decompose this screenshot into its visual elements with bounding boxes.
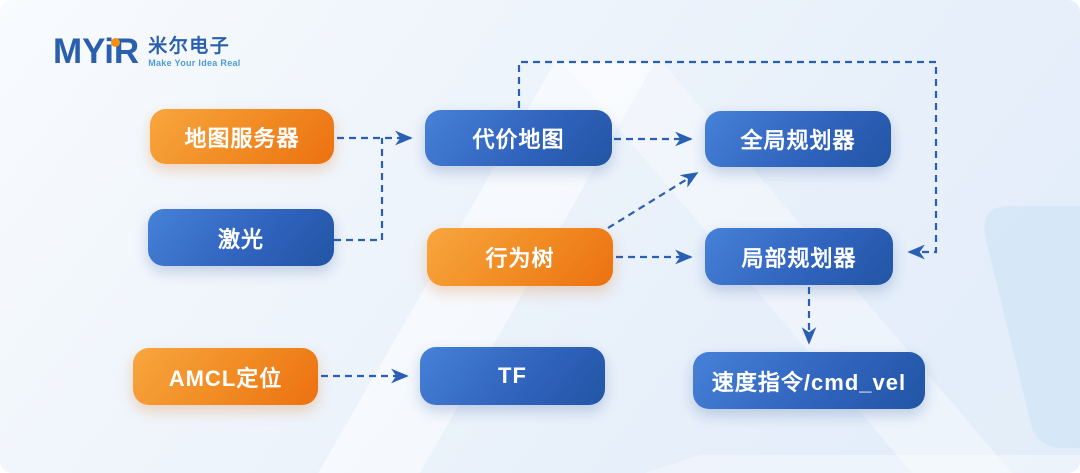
logo-i-dot-icon (111, 38, 120, 47)
node-costmap: 代价地图 (425, 110, 612, 166)
node-label: 地图服务器 (184, 125, 300, 151)
node-map-server: 地图服务器 (150, 109, 334, 164)
node-amcl: AMCL定位 (133, 348, 318, 405)
background-shape (984, 206, 1080, 448)
node-tf: TF (420, 347, 605, 405)
node-label: 行为树 (485, 246, 555, 271)
node-global-planner: 全局规划器 (705, 111, 891, 167)
node-label: 代价地图 (472, 127, 565, 152)
edge-laser-join-to-costmap-arrow (334, 138, 384, 242)
logo-tagline: Make Your Idea Real (148, 58, 241, 68)
background-shape (645, 455, 1080, 473)
logo-text-block: 米尔电子 Make Your Idea Real (148, 37, 240, 68)
logo-wordmark: MYiR (53, 34, 139, 69)
edge-costmap-to-local-planner-feedback (517, 60, 938, 260)
node-local-planner: 局部规划器 (705, 228, 893, 285)
edge-behavior-tree-to-global-planner (607, 172, 699, 229)
node-laser: 激光 (148, 209, 334, 266)
node-label: TF (498, 363, 527, 388)
node-cmd-vel: 速度指令/cmd_vel (693, 352, 925, 409)
node-label: AMCL定位 (168, 365, 283, 391)
node-label: 速度指令/cmd_vel (711, 369, 907, 395)
node-label: 局部规划器 (741, 245, 857, 271)
myir-logo: MYiR 米尔电子 Make Your Idea Real (53, 34, 241, 69)
node-label: 激光 (217, 226, 264, 252)
logo-chinese-name: 米尔电子 (148, 36, 231, 57)
node-behavior-tree: 行为树 (427, 228, 613, 286)
node-label: 全局规划器 (740, 128, 856, 153)
logo-text: MYiR (53, 32, 140, 71)
